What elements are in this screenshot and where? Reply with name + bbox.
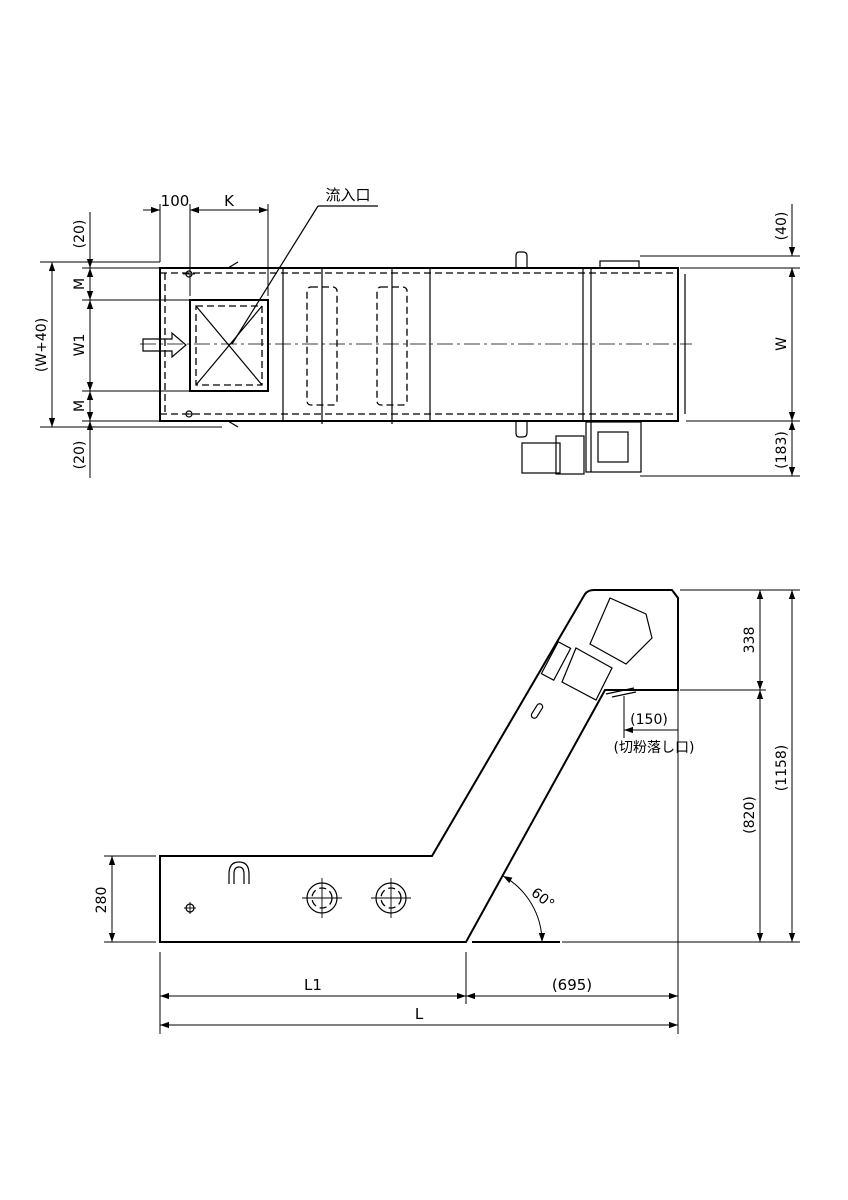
dim-695-label: (695) xyxy=(552,976,592,994)
inlet-box-cross xyxy=(195,305,263,386)
bolt-icon xyxy=(183,270,195,278)
dim-150-label: (150) xyxy=(630,712,668,728)
dim-w-plus-40-label: (W+40) xyxy=(34,318,50,372)
drive-unit-icon xyxy=(589,597,653,665)
dim-20-bottom-label: (20) xyxy=(72,441,88,470)
dim-m-bottom-label: M xyxy=(72,400,88,412)
dim-m-top-label: M xyxy=(72,278,88,290)
top-view-hook-icon xyxy=(227,420,239,428)
clip-icon xyxy=(515,251,528,268)
dim-l1-label: L1 xyxy=(304,976,322,994)
chip-outlet-label: (切粉落し口) xyxy=(614,740,695,756)
dim-1158-label: (1158) xyxy=(774,745,790,792)
dim-40-label: (40) xyxy=(774,212,790,241)
angle-label: 60° xyxy=(528,885,557,913)
inlet-label: 流入口 xyxy=(325,186,370,204)
dim-183-label: (183) xyxy=(774,431,790,469)
dim-w-label: W xyxy=(774,337,790,351)
port-icon xyxy=(302,878,342,918)
top-view: 100 K 流入口 (20) M W1 M (20) (W+40) (40) W… xyxy=(34,186,800,478)
incline-slot xyxy=(530,703,544,719)
dim-k-label: K xyxy=(224,192,235,210)
side-cover-icon xyxy=(540,641,572,681)
inlet-box-inner xyxy=(195,305,263,386)
dim-280-label: 280 xyxy=(94,887,110,914)
hook-icon xyxy=(228,861,250,884)
top-view-hook-icon xyxy=(227,261,239,269)
dim-100-label: 100 xyxy=(161,192,190,210)
drive-unit-icon xyxy=(561,647,613,701)
bolt-icon xyxy=(184,902,196,914)
side-view: 280 338 (820) (1158) (150) (切粉落し口) 60° L… xyxy=(94,589,800,1034)
top-bracket xyxy=(599,260,640,269)
dim-l-label: L xyxy=(415,1005,424,1023)
side-view-body-outline xyxy=(159,589,679,943)
dim-820-label: (820) xyxy=(742,796,758,834)
inlet-leader xyxy=(231,205,319,345)
chip-outlet-edge xyxy=(611,691,637,698)
hook-icon xyxy=(233,866,245,884)
dim-20-top-label: (20) xyxy=(72,220,88,249)
clip-icon xyxy=(515,421,528,438)
chip-outlet-edge xyxy=(605,687,635,695)
bolt-icon xyxy=(183,410,195,418)
port-icon xyxy=(371,878,411,918)
inflow-arrow-icon xyxy=(142,331,187,359)
dim-w1-label: W1 xyxy=(72,334,88,357)
inlet-box xyxy=(189,299,269,392)
motor-icon xyxy=(521,421,642,475)
dim-338-label: 338 xyxy=(742,627,758,654)
top-view-body-outline xyxy=(159,267,679,422)
angle-arc xyxy=(502,875,546,943)
